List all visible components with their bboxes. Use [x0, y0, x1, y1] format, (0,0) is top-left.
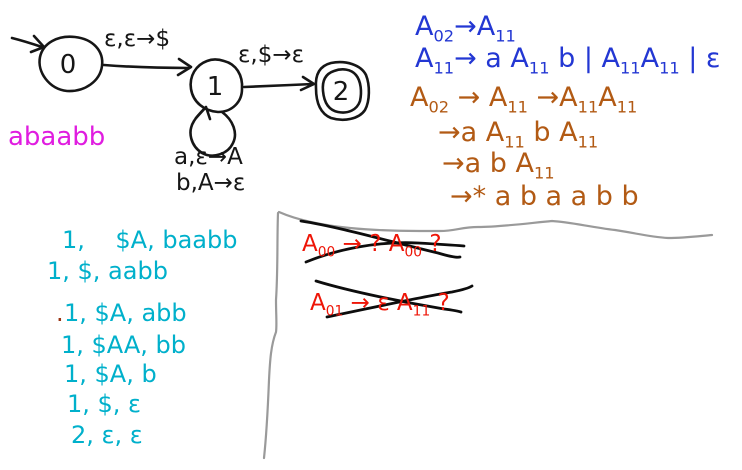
- strike-line-3: [314, 279, 463, 314]
- margin-line-horizontal: [277, 210, 714, 240]
- transition-label-loop-b: b,A→ε: [176, 170, 246, 196]
- strike-line-1: [299, 219, 462, 259]
- state-1-label: 1: [206, 71, 224, 102]
- state-2-inner-circle: [321, 68, 363, 114]
- trace-line: 1, $AA, bb: [61, 331, 187, 359]
- derivation-step-4: →* a b a a b b: [450, 181, 639, 212]
- trace-line: 1, $A, abb: [64, 299, 187, 327]
- transition-label-loop-a: a,ε→A: [174, 144, 243, 170]
- strike-line-4: [325, 284, 474, 319]
- state-1-circle: [189, 58, 244, 114]
- strike-line-2: [304, 241, 466, 264]
- rejected-production-a00: A00 → ? A00 ?: [302, 231, 442, 261]
- margin-line-vertical: [262, 211, 280, 460]
- derivation-step-1: A02 → A11 →A11A11: [410, 82, 638, 117]
- trace-line: 1, $A, baabb: [62, 226, 238, 254]
- start-arrow: [10, 36, 44, 49]
- state-2-outer-circle: [314, 60, 371, 122]
- transition-label-1-2: ε,$→ε: [238, 42, 305, 68]
- state-0-circle: [38, 35, 104, 93]
- state-0-label: 0: [59, 49, 77, 80]
- edge-0-1-arrowhead-icon: [176, 57, 193, 77]
- derivation-step-3: →a b A11: [442, 148, 555, 183]
- grammar-rule-a11: A11→ a A11 b | A11A11 | ε: [415, 43, 721, 78]
- stray-dot: .: [56, 299, 64, 327]
- rejected-production-a01: A01 → ε A11 ?: [310, 290, 450, 320]
- state-2-label: 2: [332, 76, 350, 107]
- transition-label-0-1: ε,ε→$: [104, 26, 171, 52]
- self-loop-arrowhead-icon: [194, 105, 212, 121]
- trace-line: 2, ε, ε: [71, 421, 143, 449]
- input-string: abaabb: [8, 122, 106, 152]
- trace-line: 1, $, ε: [67, 390, 142, 418]
- trace-line: 1, $, aabb: [47, 257, 168, 285]
- edge-1-2-arrowhead-icon: [299, 75, 316, 92]
- edge-0-1: [102, 63, 191, 70]
- derivation-step-2: →a A11 b A11: [438, 117, 599, 152]
- trace-line: 1, $A, b: [64, 360, 157, 388]
- edge-1-2: [242, 82, 315, 89]
- grammar-rule-start: A02→A11: [415, 11, 516, 46]
